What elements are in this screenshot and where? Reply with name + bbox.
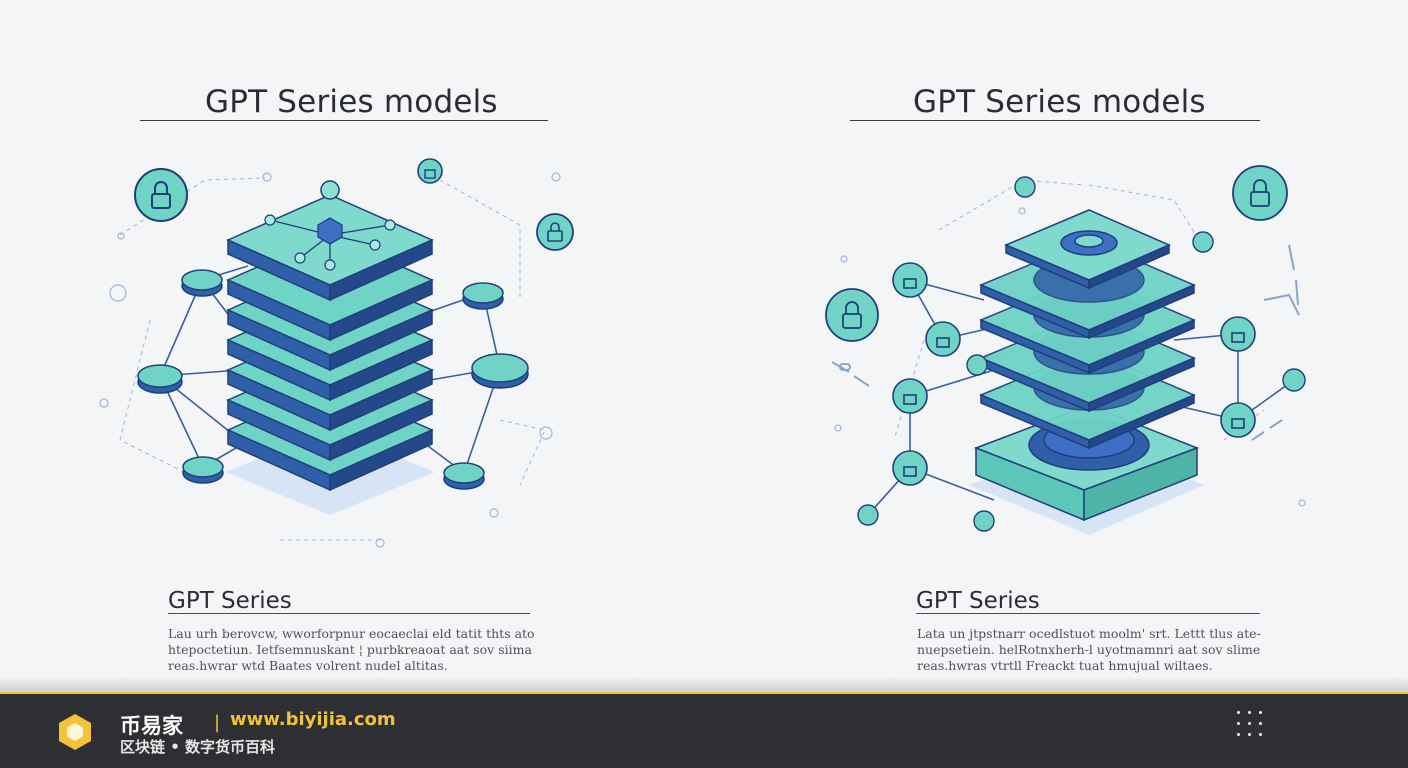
chain-link-icon	[831, 244, 1300, 441]
lock-icon	[1232, 165, 1288, 221]
section-underline	[916, 613, 1260, 614]
section-underline	[168, 613, 530, 614]
lock-icon	[973, 510, 995, 532]
lock-icon	[892, 378, 928, 414]
logo-hexagon-icon[interactable]	[56, 712, 94, 752]
lock-icon	[1220, 316, 1256, 352]
description-line: htepoctetiun. Ietfsemnuskant ¦ purbkreao…	[168, 642, 532, 657]
lock-icon	[134, 168, 188, 222]
database-stack-icon	[226, 180, 434, 492]
description-line: reas.hwrar wtd Baates volrent nudel alti…	[168, 658, 448, 673]
lock-icon	[857, 504, 879, 526]
lock-icon	[966, 354, 988, 376]
footer-shadow	[0, 676, 1408, 694]
description-line: Lata un jtpstnarr ocedlstuot moolm' srt.…	[917, 626, 1261, 641]
title-underline	[140, 120, 548, 121]
description-line: reas.hwras vtrtll Freackt tuat hmujual w…	[917, 658, 1213, 673]
section-title: GPT Series	[168, 588, 292, 614]
left-panel: GPT Series models	[0, 0, 704, 690]
lock-icon	[536, 213, 574, 251]
panel-title: GPT Series models	[205, 84, 498, 120]
section-title: GPT Series	[916, 588, 1040, 614]
small-rings	[99, 172, 561, 548]
site-url-link[interactable]: www.biyijia.com	[230, 709, 396, 730]
small-rings	[834, 207, 1306, 507]
description-text: Lata un jtpstnarr ocedlstuot moolm' srt.…	[917, 626, 1263, 674]
database-stack-icon	[973, 209, 1200, 522]
footer-bar: 币易家 | www.biyijia.com 区块链 • 数字货币百科	[0, 692, 1408, 768]
tagline: 区块链 • 数字货币百科	[120, 738, 276, 756]
network-nodes	[137, 269, 529, 490]
lock-icon	[1192, 231, 1214, 253]
description-line: Lau urh berovcw, wworforpnur eocaeclai e…	[168, 626, 534, 641]
separator: |	[214, 712, 221, 733]
lock-icon	[892, 262, 928, 298]
secure-stack-illustration	[825, 165, 1306, 535]
lock-icon	[892, 450, 928, 486]
title-underline	[850, 120, 1260, 121]
description-line: nuepsetiein. helRotnxherh-l uyotmamnri a…	[917, 642, 1261, 657]
lock-icon	[1220, 402, 1256, 438]
description-text: Lau urh berovcw, wworforpnur eocaeclai e…	[168, 626, 534, 674]
brand-name: 币易家	[120, 714, 183, 738]
dots-grid-icon[interactable]	[1236, 710, 1266, 740]
panel-title: GPT Series models	[913, 84, 1206, 120]
layered-network-illustration	[99, 158, 574, 548]
lock-icon	[1014, 176, 1036, 198]
lock-icon	[825, 288, 879, 342]
lock-icon	[925, 321, 961, 357]
right-panel: GPT Series models	[704, 0, 1408, 690]
lock-icon	[1282, 368, 1306, 392]
lock-icon	[417, 158, 443, 184]
